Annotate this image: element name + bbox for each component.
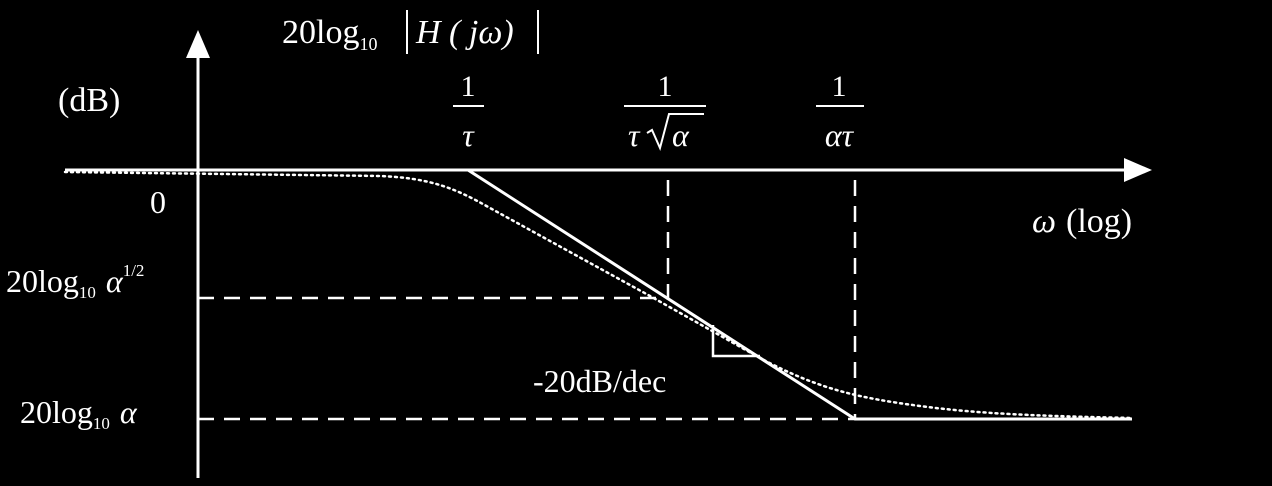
y-tick-mid-symbol: α bbox=[106, 263, 124, 299]
marker-2-denominator-sqrt: α bbox=[672, 117, 690, 153]
marker-1-over-tau-sqrt-alpha: 1 τ α bbox=[624, 70, 706, 153]
marker-3-numerator: 1 bbox=[832, 70, 847, 103]
y-axis-arrowhead bbox=[186, 30, 210, 58]
y-tick-low: 20log10 α bbox=[20, 394, 138, 433]
marker-1-over-alpha-tau: 1 ατ bbox=[816, 70, 864, 153]
marker-1-over-tau: 1 τ bbox=[453, 70, 484, 153]
y-title-prefix: 20log bbox=[282, 14, 359, 51]
marker-2-denominator-tau: τ bbox=[628, 117, 641, 153]
y-axis-title: 20log10 H ( jω) bbox=[282, 10, 539, 54]
marker-1-denominator: τ bbox=[462, 117, 475, 153]
y-tick-mid-sup: 1/2 bbox=[123, 261, 145, 280]
marker-1-numerator: 1 bbox=[461, 70, 476, 103]
y-tick-mid: 20log10 α1/2 bbox=[6, 261, 144, 302]
sqrt-sign bbox=[646, 113, 704, 152]
slope-label: -20dB/dec bbox=[533, 363, 666, 399]
x-axis-label: ω (log) bbox=[1032, 203, 1132, 240]
y-tick-mid-sub: 10 bbox=[79, 283, 96, 302]
asymptotic-response-line bbox=[198, 168, 1132, 421]
slope-triangle bbox=[711, 325, 760, 358]
x-axis-symbol: ω bbox=[1032, 203, 1056, 240]
actual-response-curve bbox=[63, 170, 1134, 420]
y-tick-low-symbol: α bbox=[120, 394, 138, 430]
y-title-sub: 10 bbox=[359, 34, 377, 54]
marker-3-denominator: ατ bbox=[825, 117, 855, 153]
x-axis-arrowhead bbox=[1124, 158, 1152, 182]
y-tick-zero: 0 bbox=[150, 184, 166, 220]
y-title-magnitude: H ( jω) bbox=[415, 14, 514, 51]
y-tick-low-sub: 10 bbox=[93, 414, 110, 433]
y-unit-label: (dB) bbox=[58, 82, 120, 119]
y-tick-mid-prefix: 20log bbox=[6, 263, 79, 299]
x-axis-unit: (log) bbox=[1066, 203, 1132, 240]
svg-text:20log10: 20log10 bbox=[282, 14, 377, 54]
y-tick-low-prefix: 20log bbox=[20, 394, 93, 430]
marker-2-numerator: 1 bbox=[658, 70, 673, 103]
